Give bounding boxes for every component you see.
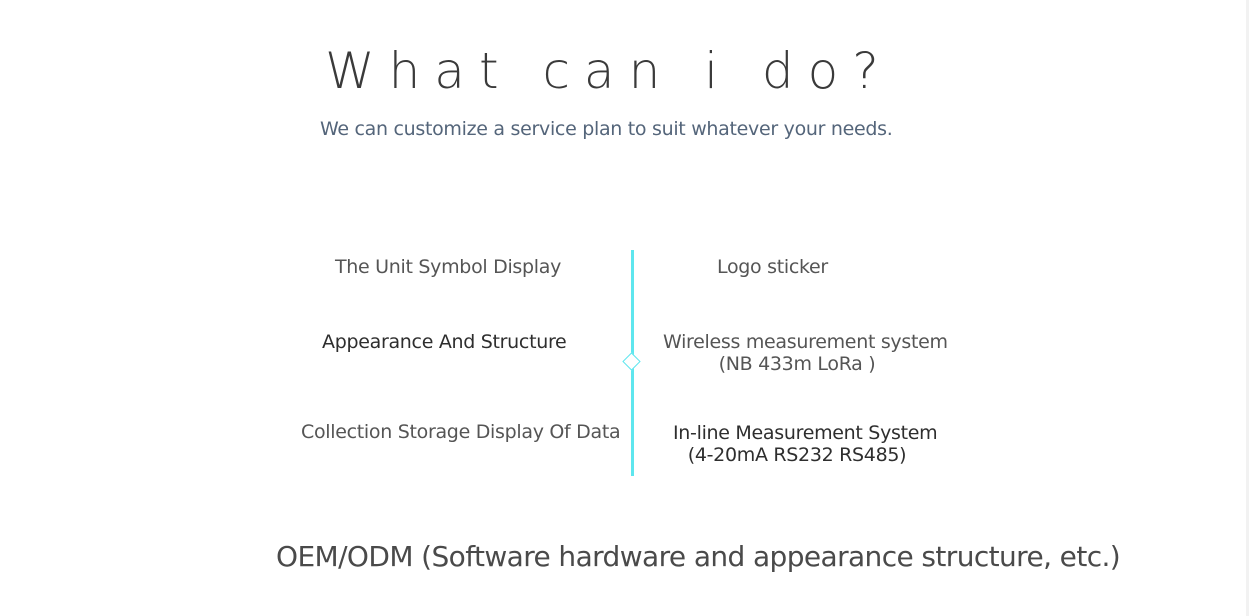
service-appearance-structure: Appearance And Structure [322,331,567,353]
service-wireless-label: Wireless measurement system [663,331,948,353]
page-title: What can i do? [325,42,893,100]
service-inline-detail: (4-20mA RS232 RS485) [687,444,907,466]
service-wireless-detail: (NB 433m LoRa ) [718,353,876,375]
service-data-collection: Collection Storage Display Of Data [301,421,621,443]
service-inline-label: In-line Measurement System [673,422,938,444]
page-subtitle: We can customize a service plan to suit … [320,118,893,140]
service-unit-symbol-display: The Unit Symbol Display [335,256,562,278]
scrollbar-edge [1246,0,1249,616]
diamond-icon [622,352,641,371]
service-wireless-measurement: Wireless measurement system (NB 433m LoR… [663,331,948,375]
service-logo-sticker: Logo sticker [717,256,828,278]
service-inline-measurement: In-line Measurement System (4-20mA RS232… [673,422,938,466]
oem-odm-statement: OEM/ODM (Software hardware and appearanc… [276,540,1121,573]
service-logo-sticker-label: Logo sticker [717,256,828,278]
